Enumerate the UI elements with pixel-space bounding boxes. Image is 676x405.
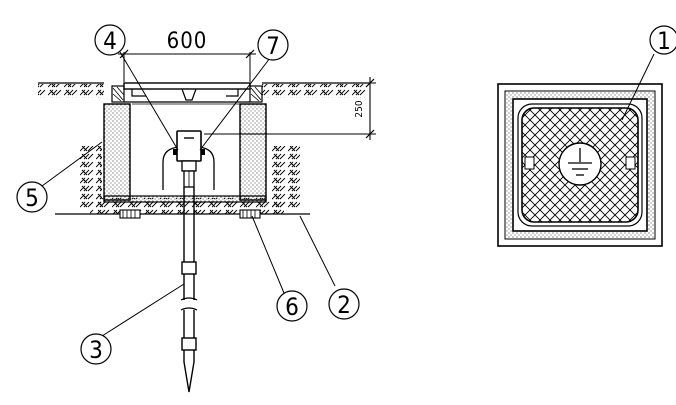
dimension-depth: 250 (204, 77, 376, 140)
width-dimension-label: 600 (167, 29, 208, 54)
callout-6-label: 6 (285, 293, 299, 321)
manhole-cover (111, 82, 263, 105)
earth-rod (180, 187, 198, 393)
callout-4-label: 4 (103, 27, 117, 55)
callout-3-label: 3 (89, 336, 103, 364)
earthing-conductor (55, 209, 310, 219)
section-view: 600 250 (38, 29, 376, 393)
callout-4: 4 (94, 24, 126, 56)
dimension-width: 600 (118, 29, 256, 82)
soil-side-right (270, 146, 300, 208)
callout-5-label: 5 (25, 184, 39, 212)
callout-1: 1 (649, 25, 676, 55)
callout-2-label: 2 (337, 291, 351, 319)
callout-7-label: 7 (266, 32, 280, 60)
electrode-clamp (162, 130, 215, 190)
depth-dimension-label: 250 (354, 100, 365, 117)
concrete-well (103, 103, 267, 203)
plan-view (497, 53, 663, 247)
callout-3: 3 (80, 333, 112, 365)
leader-lines (41, 51, 336, 337)
callout-7: 7 (257, 29, 289, 61)
callout-2: 2 (328, 288, 360, 320)
callout-1-label: 1 (657, 27, 671, 55)
callout-5: 5 (16, 181, 48, 213)
ground-right (262, 82, 370, 98)
earth-ground-symbol-icon (558, 142, 602, 186)
ground-left (38, 82, 104, 98)
callout-6: 6 (276, 290, 308, 322)
